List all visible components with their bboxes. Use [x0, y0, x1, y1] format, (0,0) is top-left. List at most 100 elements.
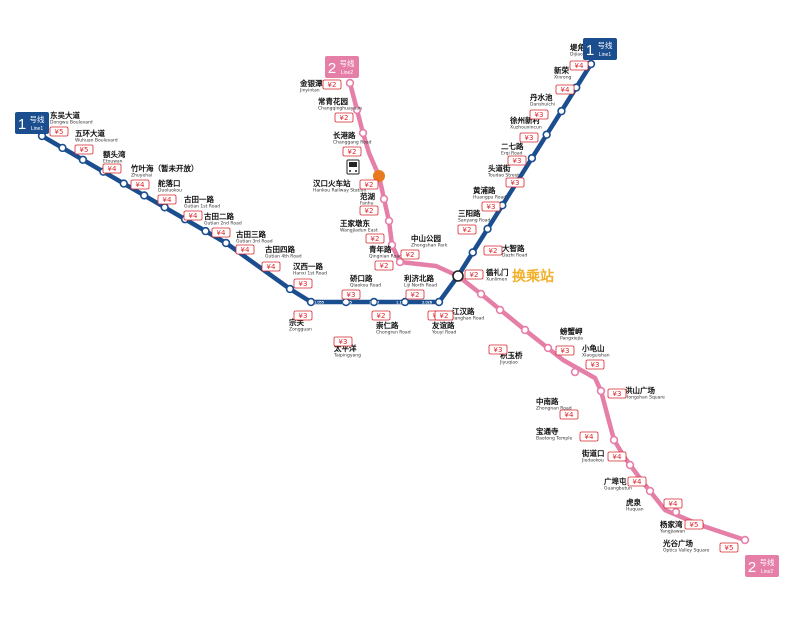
- line2-station-marker[interactable]: [625, 460, 635, 470]
- line1-station-marker[interactable]: [285, 284, 295, 294]
- station-name-zh: 古田二路: [204, 211, 234, 221]
- line2-station-marker[interactable]: [345, 78, 355, 88]
- line2-station-marker[interactable]: [352, 105, 362, 115]
- line1-station-marker[interactable]: [586, 59, 596, 69]
- line-badge-number: 2: [748, 559, 756, 576]
- station-name-en: Jianghan Road: [451, 316, 484, 322]
- fare-text: ¥3: [494, 346, 503, 354]
- line1-station-marker[interactable]: [306, 297, 316, 307]
- line1-station-marker[interactable]: [557, 106, 566, 116]
- line1-station-marker[interactable]: [434, 297, 444, 307]
- station-name-en: Xiaoguishan: [582, 353, 610, 359]
- station-name-zh: 常青花园: [318, 96, 348, 106]
- hankou-railway-marker[interactable]: [373, 170, 385, 182]
- line1-station-marker[interactable]: [483, 224, 492, 234]
- line2-station-marker[interactable]: [379, 194, 389, 204]
- station-name-en: Erqi Road: [501, 151, 523, 157]
- fare-text: ¥4: [136, 181, 145, 189]
- line2-station-marker[interactable]: [645, 486, 655, 496]
- line1-station-marker[interactable]: [400, 297, 410, 307]
- line2-station-marker[interactable]: [358, 128, 368, 138]
- line1-station-marker[interactable]: [527, 154, 537, 163]
- transfer-station-marker[interactable]: [452, 270, 464, 282]
- line2-station-marker[interactable]: [387, 240, 397, 250]
- line2-station-marker[interactable]: [476, 289, 486, 299]
- line2-station-marker[interactable]: [671, 507, 681, 517]
- line1-station-marker[interactable]: [78, 155, 88, 164]
- line-badge-en: Line1: [599, 52, 611, 58]
- line1-station-marker[interactable]: [119, 179, 128, 188]
- line1-station-marker[interactable]: [201, 226, 210, 236]
- line1-station-marker[interactable]: [58, 143, 67, 153]
- line1-station-marker[interactable]: [221, 238, 231, 248]
- line2-station-marker[interactable]: [543, 343, 553, 353]
- line2-station-marker[interactable]: [520, 325, 530, 335]
- line2-station-marker[interactable]: [740, 535, 750, 545]
- fare-text: ¥5: [690, 521, 699, 529]
- line2-station-marker[interactable]: [596, 386, 606, 396]
- line2-station-marker[interactable]: [384, 216, 394, 226]
- fare-text: ¥3: [561, 347, 570, 355]
- line1-station-marker[interactable]: [160, 203, 169, 212]
- line-badge-number: 1: [586, 42, 594, 59]
- fare-badge: ¥4: [627, 476, 647, 487]
- line2-station-marker[interactable]: [495, 305, 505, 315]
- line1-station-marker[interactable]: [542, 130, 551, 139]
- station-name-zh: 街道口: [581, 448, 605, 458]
- line1-station-marker[interactable]: [140, 191, 149, 200]
- line1-station-marker[interactable]: [369, 297, 379, 307]
- line2-station-marker[interactable]: [395, 257, 405, 267]
- line1-station-marker[interactable]: [468, 248, 477, 257]
- station-name-zh: 三阳路: [458, 208, 481, 218]
- line2-station-marker[interactable]: [609, 435, 619, 445]
- line2-station-marker[interactable]: [570, 367, 580, 377]
- line1-station[interactable]: 竹叶海（暂未开放）Zhuyehai¥4: [130, 163, 199, 190]
- fare-text: ¥2: [440, 312, 449, 320]
- station-name-zh: 古田一路: [184, 194, 214, 204]
